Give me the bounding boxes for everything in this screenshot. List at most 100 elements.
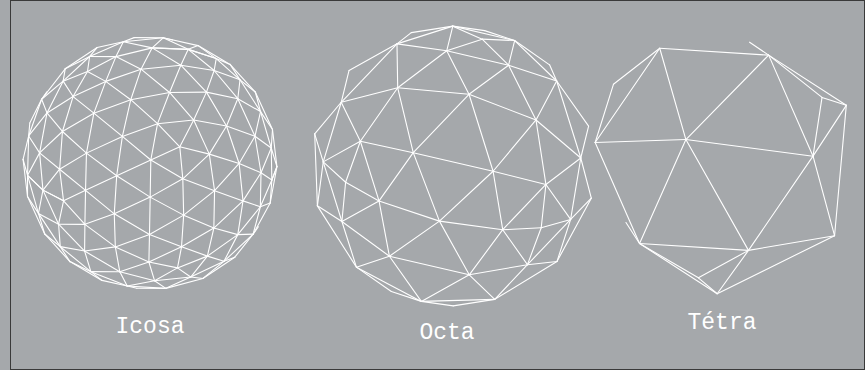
wire-edge — [131, 100, 158, 124]
wire-edge — [686, 55, 769, 139]
wire-edge — [255, 112, 261, 137]
wire-edge — [73, 97, 94, 114]
wire-edge — [180, 147, 210, 154]
wire-edge — [177, 247, 181, 268]
wire-edge — [469, 230, 502, 275]
wire-edge — [495, 262, 557, 300]
wire-edge — [215, 191, 243, 201]
wire-edge — [315, 102, 342, 134]
wire-edge — [158, 120, 194, 124]
wire-edge — [84, 224, 85, 251]
wire-edge — [170, 65, 181, 92]
wire-edge — [170, 92, 194, 120]
wire-edge — [86, 153, 116, 176]
wire-edge — [163, 38, 188, 50]
wire-edge — [356, 256, 389, 267]
wire-edge — [379, 153, 413, 201]
wire-edge — [317, 206, 342, 222]
wire-edge — [63, 72, 87, 82]
wire-edge — [60, 131, 63, 169]
wire-edge — [253, 203, 270, 234]
wire-edge — [38, 213, 60, 246]
wire-edge — [94, 100, 131, 113]
wire-edge — [59, 224, 85, 251]
wire-edge — [60, 247, 91, 272]
wire-edge — [260, 173, 262, 207]
wire-edge — [255, 92, 272, 130]
wire-edge — [239, 136, 255, 163]
wire-edge — [439, 221, 502, 230]
wire-edge — [421, 299, 494, 301]
wire-edge — [65, 48, 97, 69]
wire-edge — [360, 141, 413, 152]
wire-edge — [115, 247, 119, 272]
wire-edge — [349, 44, 397, 71]
wire-edge — [413, 94, 469, 152]
wire-edge — [214, 228, 238, 235]
wire-edge — [115, 247, 149, 262]
wire-edge — [515, 41, 550, 65]
wire-edge — [750, 42, 769, 55]
wire-edge — [177, 268, 190, 277]
wire-edge — [660, 48, 769, 55]
wire-edge — [149, 262, 178, 268]
wire-edge — [158, 124, 180, 147]
wire-edge — [131, 92, 170, 99]
wire-edge — [206, 92, 226, 126]
wire-edge — [183, 179, 215, 191]
wire-edge — [29, 123, 30, 136]
wire-edge — [813, 156, 835, 236]
wire-edge — [439, 171, 493, 221]
wire-edge — [191, 256, 208, 277]
wire-edge — [150, 197, 183, 215]
wire-edge — [453, 26, 482, 39]
wire-edge — [117, 136, 123, 175]
wire-edge — [42, 81, 63, 99]
wire-edge — [346, 182, 379, 201]
wire-edge — [149, 247, 182, 262]
wire-edge — [536, 120, 546, 184]
wire-edge — [238, 207, 261, 235]
wire-edge — [114, 214, 149, 235]
wire-edge — [184, 215, 214, 228]
wire-edge — [239, 163, 243, 200]
wire-edge — [482, 39, 508, 65]
wire-edge — [227, 126, 240, 163]
wire-edge — [413, 153, 439, 221]
wire-edge — [43, 190, 64, 201]
wire-edge — [595, 84, 613, 142]
wire-edge — [63, 56, 89, 81]
wire-edge — [341, 102, 360, 141]
wire-edge — [469, 94, 536, 120]
wire-edge — [191, 277, 203, 278]
wire-edge — [29, 113, 47, 136]
wire-edge — [557, 198, 591, 261]
wire-edge — [122, 136, 150, 160]
wire-edge — [243, 173, 261, 201]
wire-edge — [47, 81, 63, 113]
wire-edge — [182, 247, 208, 256]
wire-edge — [149, 235, 181, 247]
wire-edge — [87, 57, 115, 72]
wire-edge — [114, 214, 115, 247]
wire-edge — [150, 179, 183, 197]
wire-edge — [206, 71, 214, 93]
wire-edge — [214, 71, 240, 80]
wire-edge — [748, 236, 834, 251]
wire-edge — [595, 48, 660, 142]
wire-edge — [557, 219, 571, 261]
wire-edge — [447, 51, 509, 65]
wire-edge — [398, 88, 469, 94]
wire-edge — [214, 201, 243, 228]
wire-edge — [87, 72, 105, 82]
wire-edge — [391, 291, 421, 301]
wire-edge — [469, 94, 493, 171]
wire-edge — [209, 154, 214, 191]
wire-edge — [421, 301, 453, 305]
wire-edge — [413, 153, 493, 172]
wire-edge — [260, 203, 270, 207]
wire-edge — [769, 55, 847, 105]
wire-edge — [149, 197, 151, 234]
wire-edge — [94, 113, 123, 136]
wire-edge — [209, 126, 226, 154]
